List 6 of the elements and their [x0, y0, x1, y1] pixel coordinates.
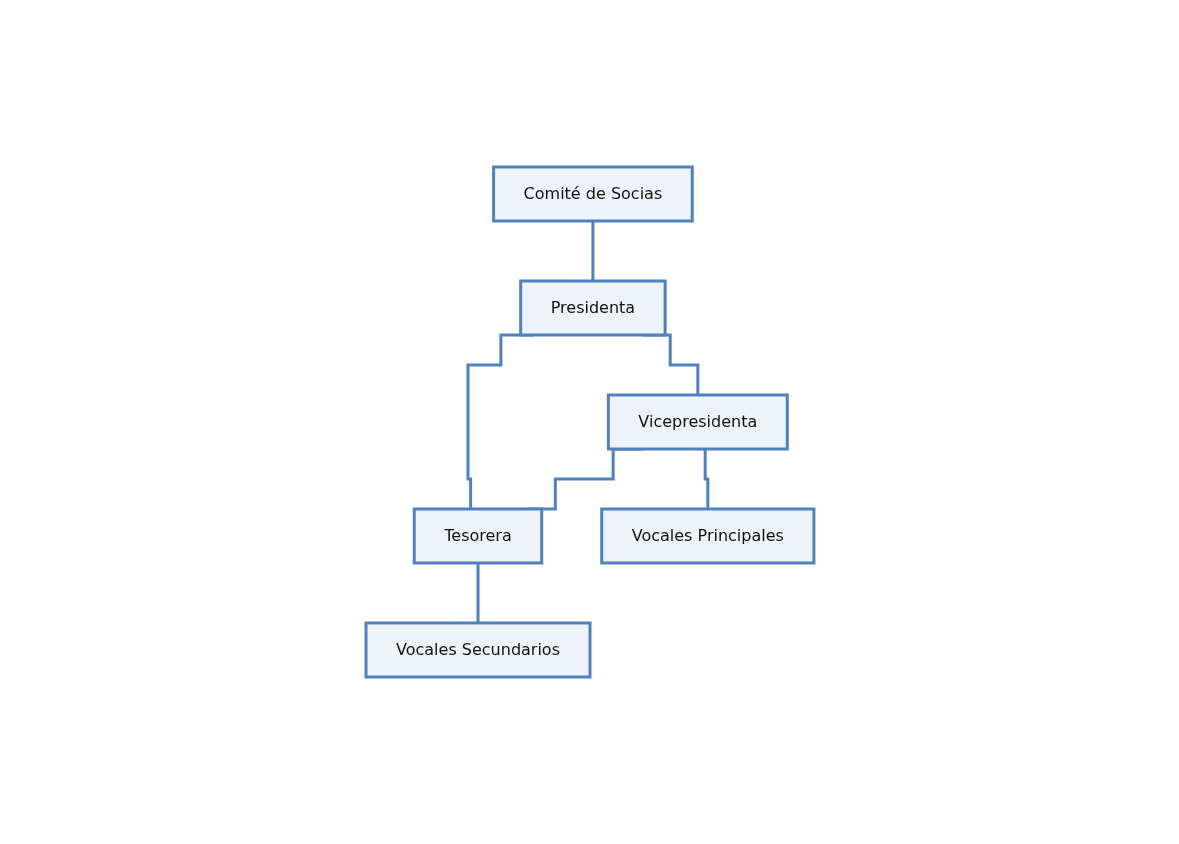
node-box: Comité de Socias [491, 165, 694, 223]
node-box: Vicepresidenta [606, 393, 789, 451]
node-box: Vocales Principales [599, 507, 815, 565]
node-box: Tesorera [412, 507, 543, 565]
node-box: Vocales Secundarios [364, 621, 592, 679]
node-box: Presidenta [518, 279, 667, 337]
